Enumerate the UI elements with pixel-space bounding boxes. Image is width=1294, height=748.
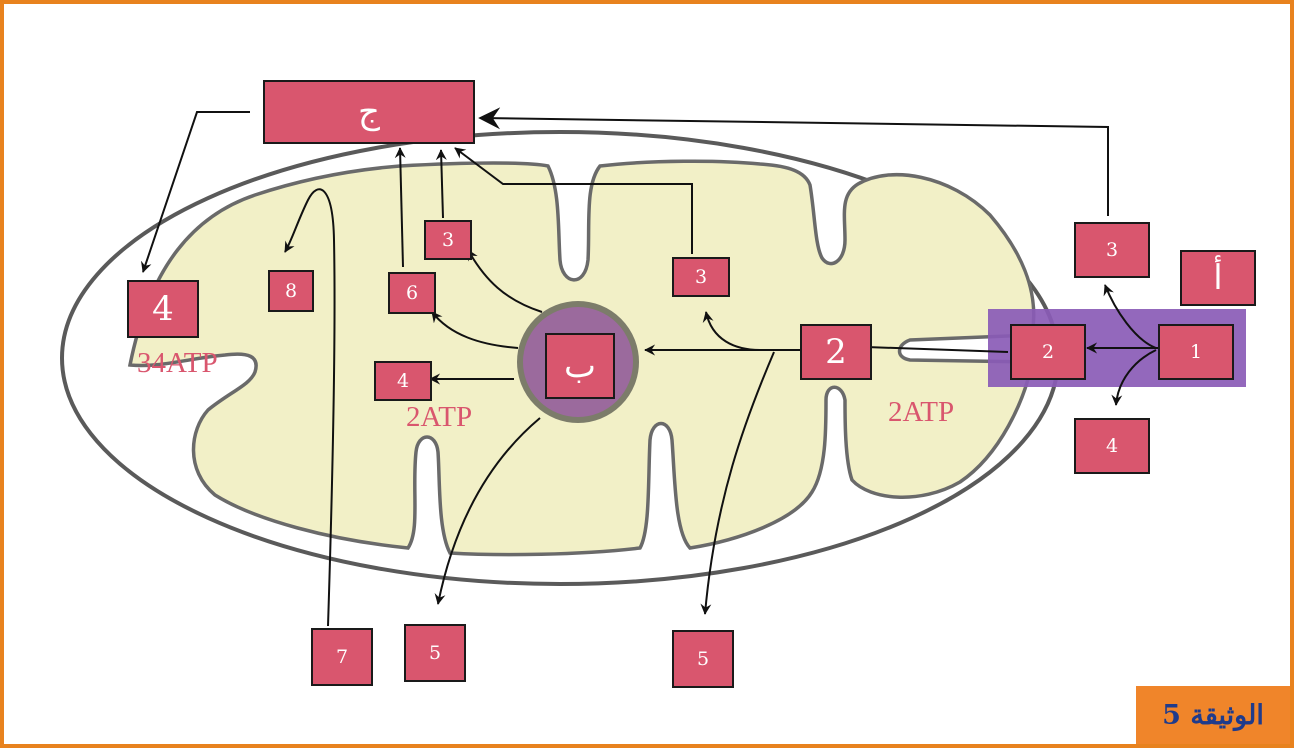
box-2-mid: 2 — [800, 324, 872, 380]
box-8: 8 — [268, 270, 314, 312]
box-1: 1 — [1158, 324, 1234, 380]
box-3-right: 3 — [672, 257, 730, 297]
arrow-1-to-3 — [1103, 284, 1157, 349]
arrow-3-to-j — [435, 149, 447, 219]
arrow-b-to-5 — [434, 417, 541, 605]
box-2-right: 2 — [1010, 324, 1086, 380]
box-3-center: 3 — [424, 220, 472, 260]
arrow-3farright-to-j — [478, 107, 1109, 216]
arrow-j-to-4 — [141, 111, 250, 273]
box-alef: أ — [1180, 250, 1256, 306]
box-3-far-right: 3 — [1074, 222, 1150, 278]
arrow-7-to-8 — [284, 188, 336, 627]
box-4-big: 4 — [127, 280, 199, 338]
box-7: 7 — [311, 628, 373, 686]
document-label: الوثيقة 5 — [1136, 686, 1290, 744]
arrow-b-to-6 — [431, 311, 519, 349]
arrow-3right-to-j — [454, 147, 693, 254]
link-2-to-2 — [865, 346, 1009, 353]
box-4-center: 4 — [374, 361, 432, 401]
box-5-bottom-right: 5 — [672, 630, 734, 688]
arrow-6-to-j — [394, 147, 406, 268]
label-34atp: 34ATP — [137, 347, 218, 379]
box-6: 6 — [388, 272, 436, 314]
box-b: ب — [545, 333, 615, 399]
arrow-b-to-3 — [467, 249, 543, 313]
box-5-bottom-mid: 5 — [404, 624, 466, 682]
arrow-to-3-right — [702, 311, 761, 351]
label-2atp-right: 2ATP — [888, 396, 955, 428]
arrow-1-to-4 — [1111, 349, 1157, 406]
box-4-far-right: 4 — [1074, 418, 1150, 474]
box-j: ج — [263, 80, 475, 144]
arrow-to-5-right — [700, 351, 775, 615]
label-2atp-center: 2ATP — [406, 401, 473, 433]
